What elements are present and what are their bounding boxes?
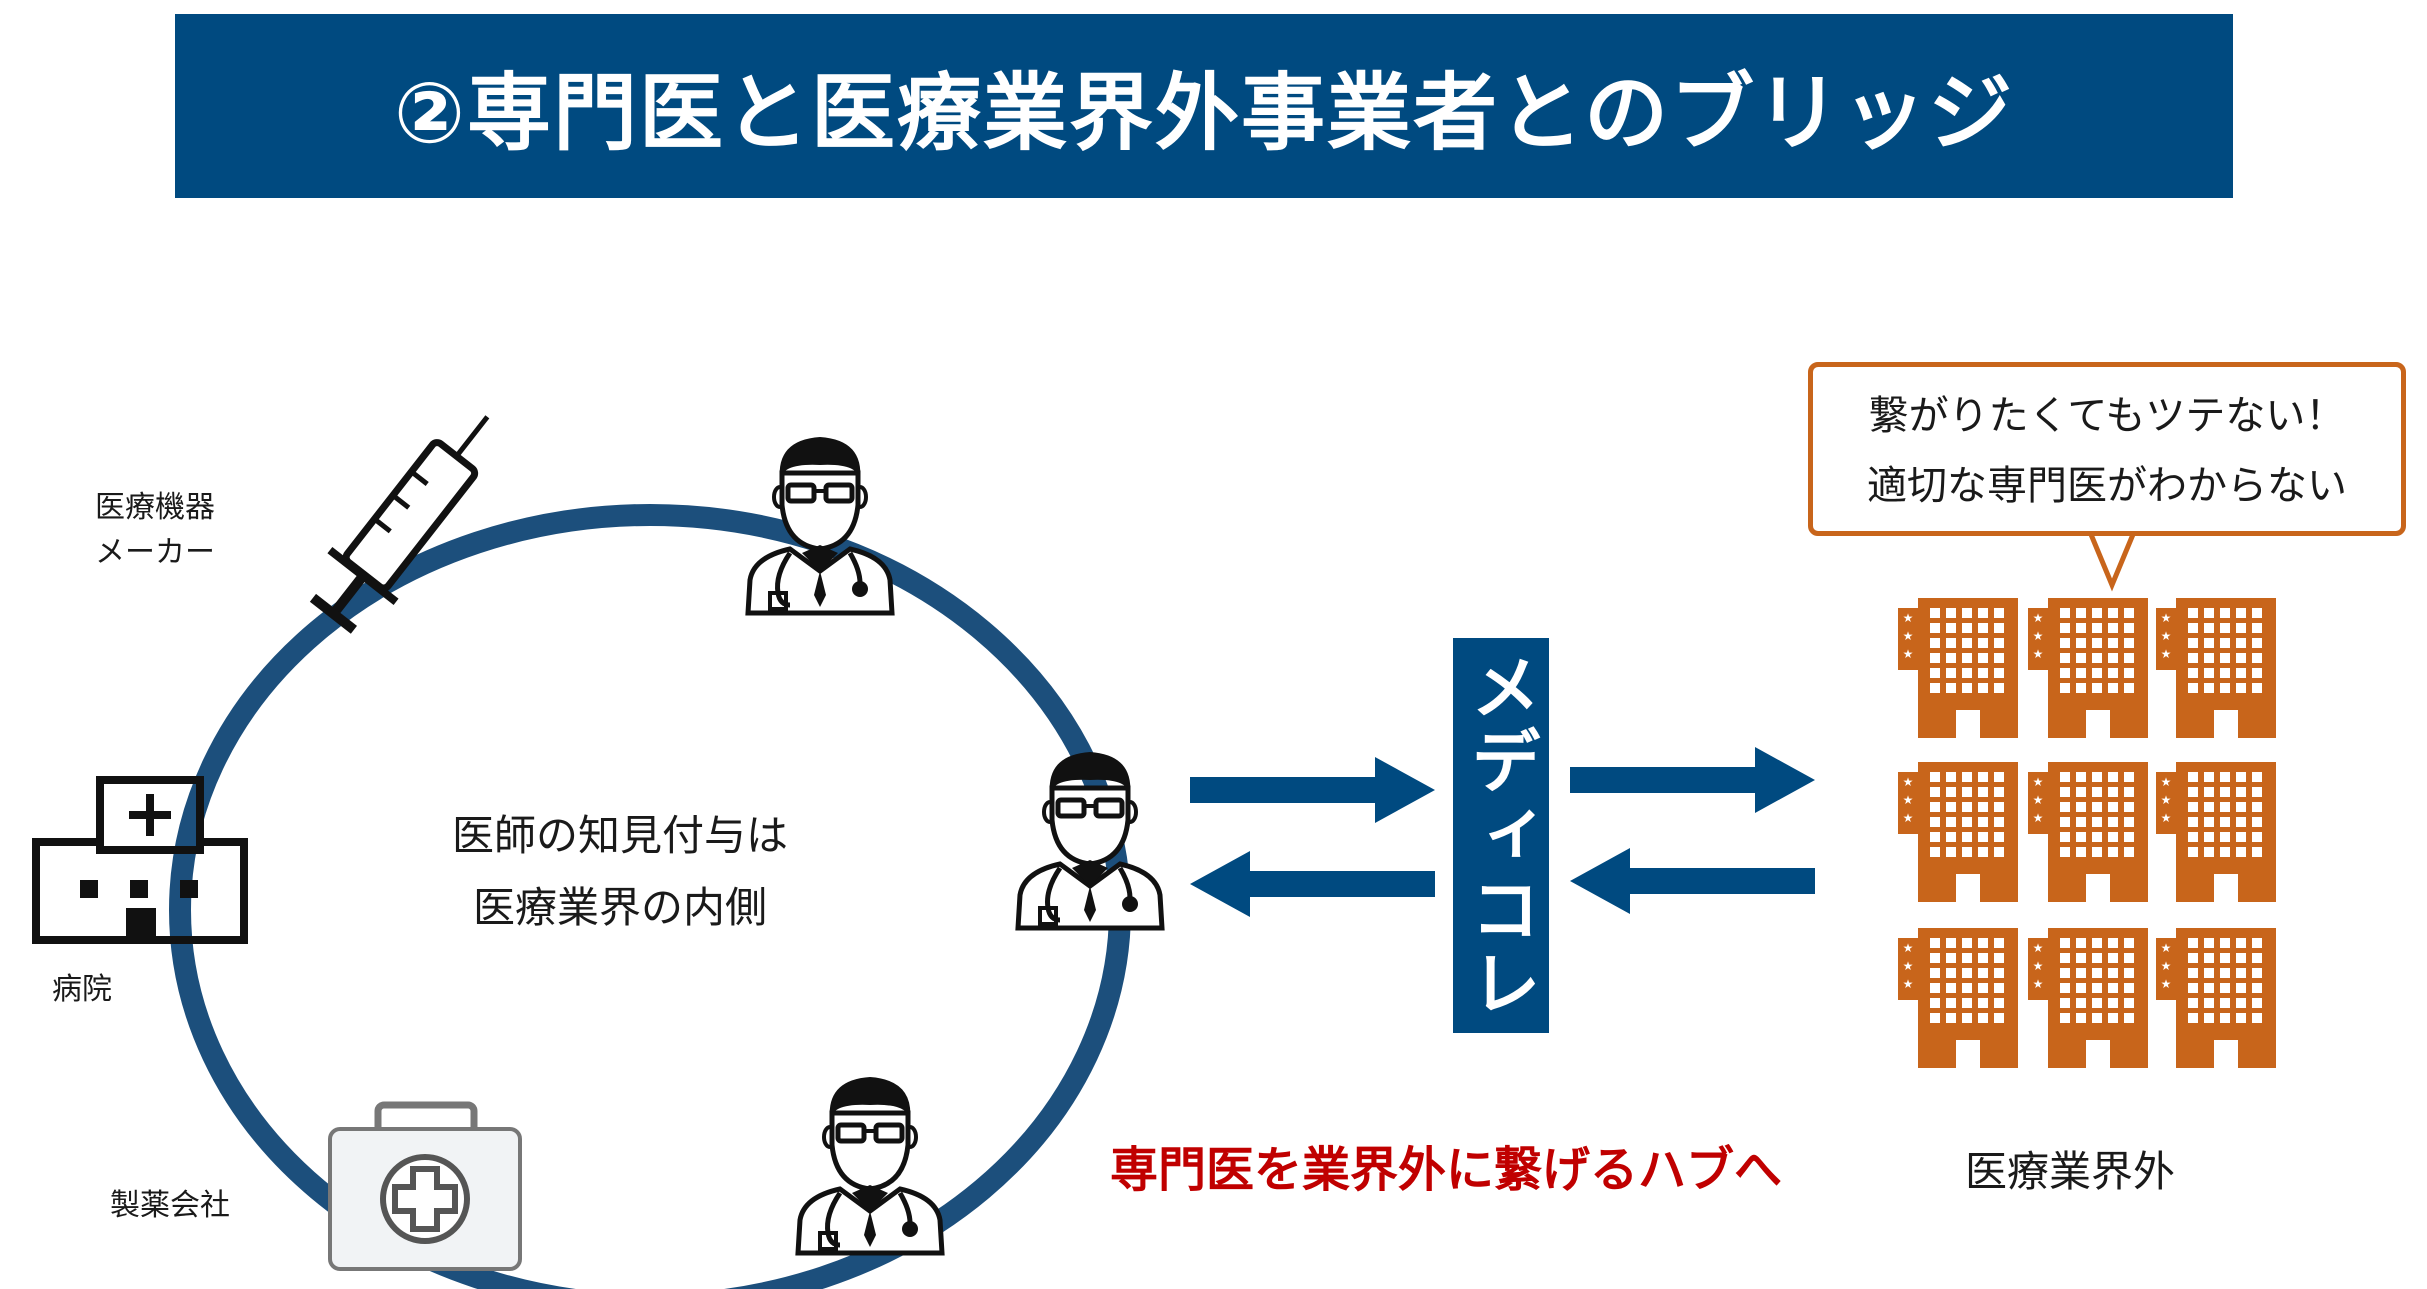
arrow-left-icon: [1190, 851, 1435, 917]
svg-text:★: ★: [2033, 977, 2044, 991]
device-maker-label-1: 医療機器: [95, 490, 215, 525]
svg-text:★: ★: [2033, 811, 2044, 825]
svg-text:★: ★: [1903, 793, 1914, 807]
office-building-icon: ★ ★ ★: [2156, 762, 2276, 902]
svg-text:★: ★: [2033, 941, 2044, 955]
svg-text:★: ★: [2161, 941, 2172, 955]
svg-text:★: ★: [2033, 629, 2044, 643]
svg-text:★: ★: [1903, 811, 1914, 825]
center-caption: 医師の知見付与は 医療業界の内側: [370, 800, 870, 944]
svg-text:★: ★: [2033, 793, 2044, 807]
svg-text:★: ★: [2161, 977, 2172, 991]
arrow-right-icon: [1190, 757, 1435, 823]
svg-text:★: ★: [2161, 793, 2172, 807]
svg-text:★: ★: [2033, 959, 2044, 973]
svg-text:★: ★: [2033, 611, 2044, 625]
pharma-label: 製薬会社: [110, 1188, 230, 1223]
svg-text:★: ★: [1903, 941, 1914, 955]
svg-text:★: ★: [2161, 647, 2172, 661]
office-building-icon: ★ ★ ★: [2156, 598, 2276, 738]
svg-text:★: ★: [2161, 959, 2172, 973]
outside-industry-label: 医療業界外: [1965, 1147, 2176, 1196]
svg-text:★: ★: [2161, 811, 2172, 825]
medicole-box: メディコレ: [1453, 638, 1549, 1033]
doctor-icon: [1018, 752, 1162, 928]
device-maker-label-2: メーカー: [95, 535, 215, 570]
svg-text:★: ★: [2161, 629, 2172, 643]
arrow-right-icon: [1570, 747, 1815, 813]
svg-text:★: ★: [1903, 775, 1914, 789]
bubble-tail: [2087, 531, 2137, 592]
svg-text:★: ★: [1903, 647, 1914, 661]
svg-text:★: ★: [1903, 959, 1914, 973]
syringe-icon: [309, 415, 490, 634]
medicole-label: メディコレ: [1459, 650, 1542, 1021]
medical-kit-icon: [328, 1101, 522, 1271]
office-building-icon: ★ ★ ★: [1898, 762, 2018, 902]
office-building-icon: ★ ★ ★: [2156, 928, 2276, 1068]
hub-message: 専門医を業界外に繋げるハブへ: [1110, 1142, 1783, 1198]
svg-text:★: ★: [2161, 775, 2172, 789]
page-title: ②専門医と医療業界外事業者とのブリッジ: [393, 63, 2015, 162]
doctor-icon: [798, 1077, 942, 1253]
office-building-icon: ★ ★ ★: [1898, 598, 2018, 738]
office-building-icon: ★ ★ ★: [1898, 928, 2018, 1068]
svg-text:★: ★: [1903, 611, 1914, 625]
svg-text:★: ★: [2033, 775, 2044, 789]
arrow-left-icon: [1570, 848, 1815, 914]
svg-text:★: ★: [2033, 647, 2044, 661]
svg-text:★: ★: [2161, 611, 2172, 625]
hospital-label: 病院: [52, 972, 112, 1007]
center-caption-line-2: 医療業界の内側: [472, 883, 767, 932]
speech-bubble: 繋がりたくてもツテない！ 適切な専門医がわからない: [1808, 362, 2406, 536]
title-banner: ②専門医と医療業界外事業者とのブリッジ: [175, 14, 2233, 198]
bubble-line-1: 繋がりたくてもツテない！: [1868, 393, 2346, 439]
office-building-icon: ★ ★ ★: [2028, 762, 2148, 902]
building-grid: ★ ★ ★ ★ ★ ★ ★ ★ ★ ★ ★ ★ ★ ★ ★ ★ ★ ★ ★ ★ ★ ★ ★ ★ ★ ★ ★: [1898, 598, 2276, 1068]
hospital-icon: [32, 776, 248, 944]
office-building-icon: ★ ★ ★: [2028, 598, 2148, 738]
bubble-line-2: 適切な専門医がわからない: [1867, 463, 2347, 509]
center-caption-line-1: 医師の知見付与は: [451, 811, 788, 860]
svg-text:★: ★: [1903, 977, 1914, 991]
office-building-icon: ★ ★ ★: [2028, 928, 2148, 1068]
svg-text:★: ★: [1903, 629, 1914, 643]
